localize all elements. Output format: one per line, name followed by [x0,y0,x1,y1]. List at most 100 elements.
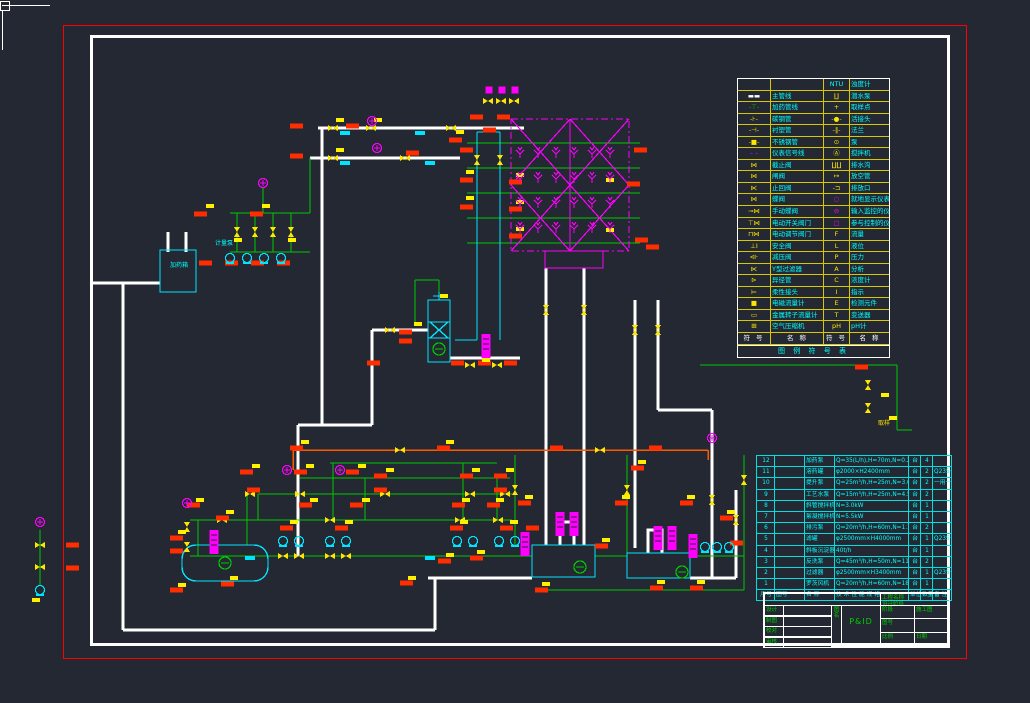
equip-qty: 2 [921,489,933,500]
legend-symbol-icon: ⊲⊦ [738,252,771,263]
equip-fig [775,500,805,511]
pipe-tag [437,445,450,451]
legend-row: -⊤- 加药管线 + 取样点 [738,102,889,114]
valve-icon [492,362,502,368]
equip-spec: N=3.0kW [835,500,909,511]
label-tag [306,464,314,468]
legend-name: 流量 [851,230,864,239]
label-tag [234,238,242,242]
equip-no: 11 [757,467,775,478]
valve-icon [655,325,661,335]
pipe-tag [518,500,531,506]
dosing-tank-label: 加药箱 [169,262,188,269]
equip-no: 9 [757,489,775,500]
equip-fig [775,489,805,500]
label-tag [178,583,186,587]
label-tag [362,498,370,502]
label-tag [482,358,490,362]
equipment-header: 序号图号名 称技 术 性 能 规 格单位数量备 注 [757,590,951,601]
equip-spec: φ2000×H2400mm [835,467,909,478]
legend-symbol-icon: -∥- [824,125,850,136]
pipe-tag [280,525,293,531]
legend-symbol-icon: A [824,263,850,275]
pump-icon [451,535,463,548]
equip-header-cell: 单位 [909,590,921,601]
legend-row: ⊥I 安全阀 L 液位 [738,240,889,253]
legend-symbol-icon: C [824,275,850,286]
equip-qty: 2 [921,523,933,534]
pipe-tag [526,525,539,531]
pipe-tag [483,127,496,133]
legend-symbol-icon: – – [738,148,771,159]
pickbox-icon[interactable] [0,1,10,11]
legend-row: ⊤⋈ 电动开关阀门 □ 参与控制的仪表 [738,217,889,230]
sig-label: 设计 [764,605,784,616]
equip-name: 排污泵 [805,523,835,534]
pipe-tag [66,542,79,548]
instrument-icon [34,516,46,528]
legend-symbol-icon: ∐ [824,90,850,102]
legend-symbol-icon: ○ [824,194,850,206]
pipe-support-icon [245,556,255,560]
equip-note [933,523,951,533]
label-tag [414,322,422,326]
sprinkler-icon [551,196,561,209]
legend-symbol-icon: pH [824,321,850,333]
equipment-row: 12 加药泵 Q=35(L/h),H=70m,N=0.25kW 台 4 [757,456,951,468]
mixer-drive-icon [554,511,566,537]
legend-symbol-icon: -⊤- [738,102,771,113]
legend-name: 截止阀 [771,159,824,171]
instrument-icon [257,177,269,189]
label-tag [889,416,897,420]
label-tag [697,580,705,584]
legend-name: 闸阀 [771,171,824,182]
legend-header-cell: 名 称 [771,333,824,344]
legend-name: 指示 [851,287,864,296]
legend-symbol-icon: ⋈ [738,171,771,182]
legend-row: NTU 浊度计 [738,79,889,91]
scale-label: 比例 [880,632,915,647]
pipe-tag [550,445,563,451]
pipe-tag [635,237,648,243]
label-tag [196,498,204,502]
pipe-tag [497,114,510,120]
equip-no: 6 [757,523,775,534]
equip-no: 7 [757,511,775,523]
legend-name: 碳钢管 [771,113,824,125]
valve-icon [400,155,410,161]
pipe-tag [374,487,387,493]
sample-point-label: 取样 [878,420,891,427]
mixer-drive-icon [208,529,220,555]
equipment-row: 11 溶药罐 φ2000×H2400mm 台 2 Q235+防腐 [757,467,951,479]
legend-symbol-icon: ⋈ [738,159,771,171]
instrument-square-icon [511,86,519,94]
sprinkler-icon [569,196,579,209]
pipe-tag [452,502,465,508]
equip-note [933,456,951,466]
legend-row: -■- 不锈钢管 ⊙ 泵 [738,136,889,149]
pipe-tag [509,233,522,239]
legend-row: – – 仪表信号线 Ⓐ 搅拌机 [738,148,889,160]
pipe-tag [346,123,359,129]
label-tag [881,393,889,397]
mixer-drive-icon [568,511,580,537]
dosing-pumps-label: 计量泵 [215,240,234,247]
label-tag [310,498,318,502]
legend-symbol-icon: ■ [738,298,771,309]
equip-no: 12 [757,456,775,467]
label-tag [466,170,474,174]
pipe-tag [290,153,303,159]
legend-name: 止回阀 [771,182,824,194]
pump-icon [241,252,253,265]
equip-name: 滤罐 [805,534,835,545]
pump-icon [699,541,711,554]
legend-name: 异径管 [771,275,824,286]
pipe-tag [199,260,212,266]
legend-symbol-icon: ⋈ [738,194,771,206]
label-tag [456,130,464,134]
pipe-tag [66,565,79,571]
equip-unit: 台 [909,567,921,579]
stage-value: 施工图 [914,605,950,619]
equipment-row: 2 过滤器 φ2500mm×H3400mm 台 1 Q235+防腐 [757,567,951,580]
pipe-tag [650,585,663,591]
